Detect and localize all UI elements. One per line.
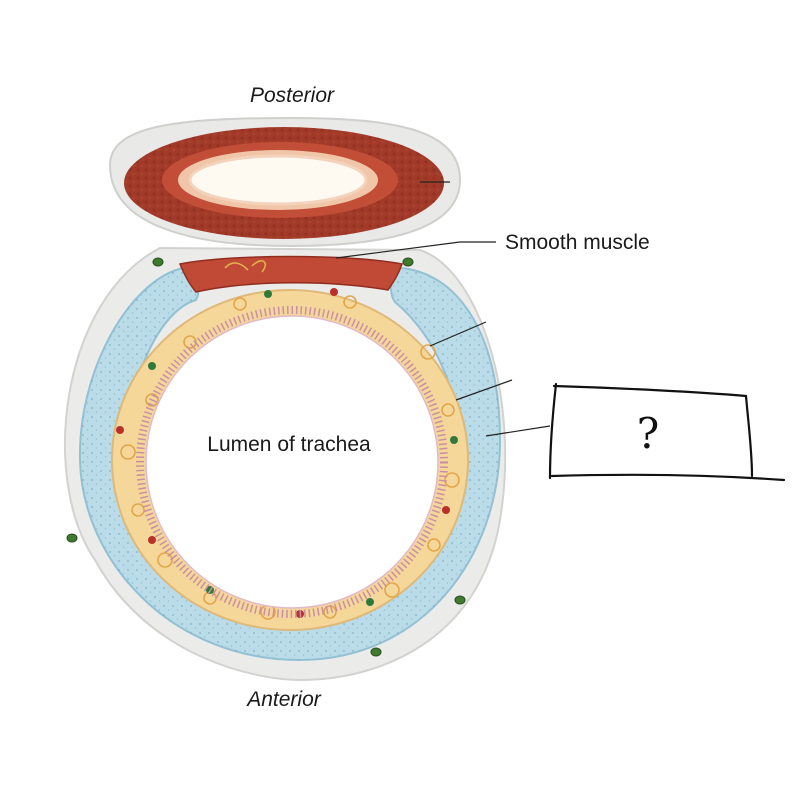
- anterior-label: Anterior: [245, 688, 322, 711]
- answer-box: [548, 382, 786, 482]
- question-mark: ?: [637, 409, 660, 458]
- blood-vessels: [116, 288, 458, 618]
- smooth-muscle-label: Smooth muscle: [505, 231, 650, 254]
- lumen-cilia-edge: [136, 306, 448, 618]
- glands: [120, 295, 460, 620]
- leader-lines: [335, 181, 551, 437]
- adventitia-vessels: [66, 257, 466, 657]
- posterior-label: Posterior: [250, 84, 335, 107]
- esophagus: [108, 116, 462, 248]
- trachealis-muscle: [178, 255, 403, 293]
- trachea-lumen: [145, 315, 439, 609]
- lumen-label: Lumen of trachea: [207, 433, 371, 456]
